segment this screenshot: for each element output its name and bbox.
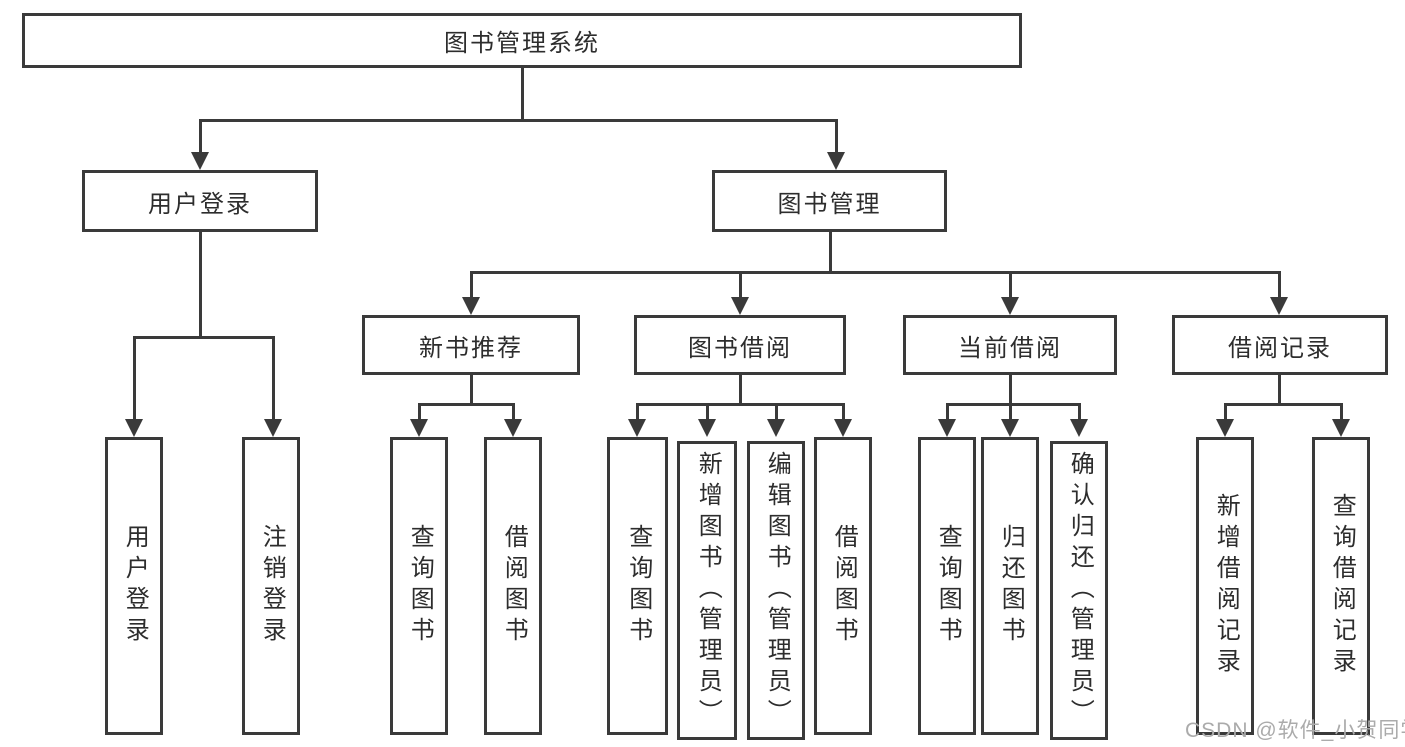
leaf-query-books-borrow: 查询图书 [607,437,668,735]
connector-to-leaf [842,403,845,422]
connector-to-new-book-recommend [470,271,473,301]
leaf-logout-login: 注销登录 [242,437,300,735]
connector-book-borrow-stem [739,375,742,406]
leaf-add-books-admin: 新增图书（管理员） [677,441,737,740]
arrowhead-to-leaf [698,419,716,437]
connector-user-login-branch [133,336,275,339]
arrowhead-to-leaf [504,419,522,437]
connector-root-branch [199,119,838,122]
connector-to-leaf [946,403,949,422]
connector-to-leaf [1078,403,1081,422]
arrowhead-to-leaf [767,419,785,437]
node-new-book-recommend: 新书推荐 [362,315,580,375]
leaf-borrow-books: 借阅图书 [814,437,872,735]
connector-to-leaf [1224,403,1227,422]
arrowhead-to-leaf [938,419,956,437]
leaf-user-login: 用户登录 [105,437,163,735]
node-book-management: 图书管理 [712,170,947,232]
connector-to-leaf-logout [272,336,275,422]
connector-book-borrow-branch [636,403,844,406]
leaf-query-books-recommend: 查询图书 [390,437,448,735]
arrowhead-to-user-login [191,152,209,170]
node-library-management-system: 图书管理系统 [22,13,1022,68]
connector-borrow-records-branch [1224,403,1342,406]
arrowhead-to-leaf [1070,419,1088,437]
arrowhead-to-leaf [1216,419,1234,437]
arrowhead-to-leaf [410,419,428,437]
csdn-watermark: CSDN @软件_小贺同学 [1185,719,1405,742]
arrowhead-to-leaf [628,419,646,437]
connector-current-borrow-stem [1009,375,1012,406]
node-user-login: 用户登录 [82,170,318,232]
leaf-borrow-books-recommend: 借阅图书 [484,437,542,735]
connector-user-login-stem [199,232,202,339]
connector-current-borrow-branch [946,403,1080,406]
connector-root-stem [521,66,524,122]
connector-to-leaf [512,403,515,422]
arrowhead-to-book-borrow [731,297,749,315]
connector-to-borrow-records [1278,271,1281,301]
connector-book-management-stem [829,232,832,274]
arrowhead-to-borrow-records [1270,297,1288,315]
connector-book-management-branch [470,271,1281,274]
connector-to-leaf [636,403,639,422]
arrowhead-to-book-management [827,152,845,170]
leaf-add-borrow-record: 新增借阅记录 [1196,437,1254,735]
connector-new-book-recommend-stem [470,375,473,406]
arrowhead-to-new-book-recommend [462,297,480,315]
leaf-query-borrow-record: 查询借阅记录 [1312,437,1370,735]
connector-to-leaf [418,403,421,422]
arrowhead-to-leaf [1332,419,1350,437]
arrowhead-to-current-borrow [1001,297,1019,315]
connector-to-leaf [1009,403,1012,422]
node-book-borrow: 图书借阅 [634,315,846,375]
connector-to-leaf [706,403,709,422]
connector-to-leaf-user-login [133,336,136,422]
arrowhead-to-leaf [1001,419,1019,437]
connector-to-book-management [835,119,838,155]
connector-to-current-borrow [1009,271,1012,301]
connector-borrow-records-stem [1278,375,1281,406]
leaf-return-books: 归还图书 [981,437,1039,735]
leaf-edit-books-admin: 编辑图书（管理员） [747,441,805,740]
arrowhead-to-leaf-user-login [125,419,143,437]
leaf-query-books-current: 查询图书 [918,437,976,735]
arrowhead-to-leaf [834,419,852,437]
connector-new-book-recommend-branch [418,403,514,406]
connector-to-leaf [775,403,778,422]
leaf-confirm-return-admin: 确认归还（管理员） [1050,441,1108,740]
connector-to-user-login [199,119,202,155]
node-current-borrow: 当前借阅 [903,315,1117,375]
arrowhead-to-leaf-logout [264,419,282,437]
node-borrow-records: 借阅记录 [1172,315,1388,375]
connector-to-leaf [1340,403,1343,422]
connector-to-book-borrow [739,271,742,301]
